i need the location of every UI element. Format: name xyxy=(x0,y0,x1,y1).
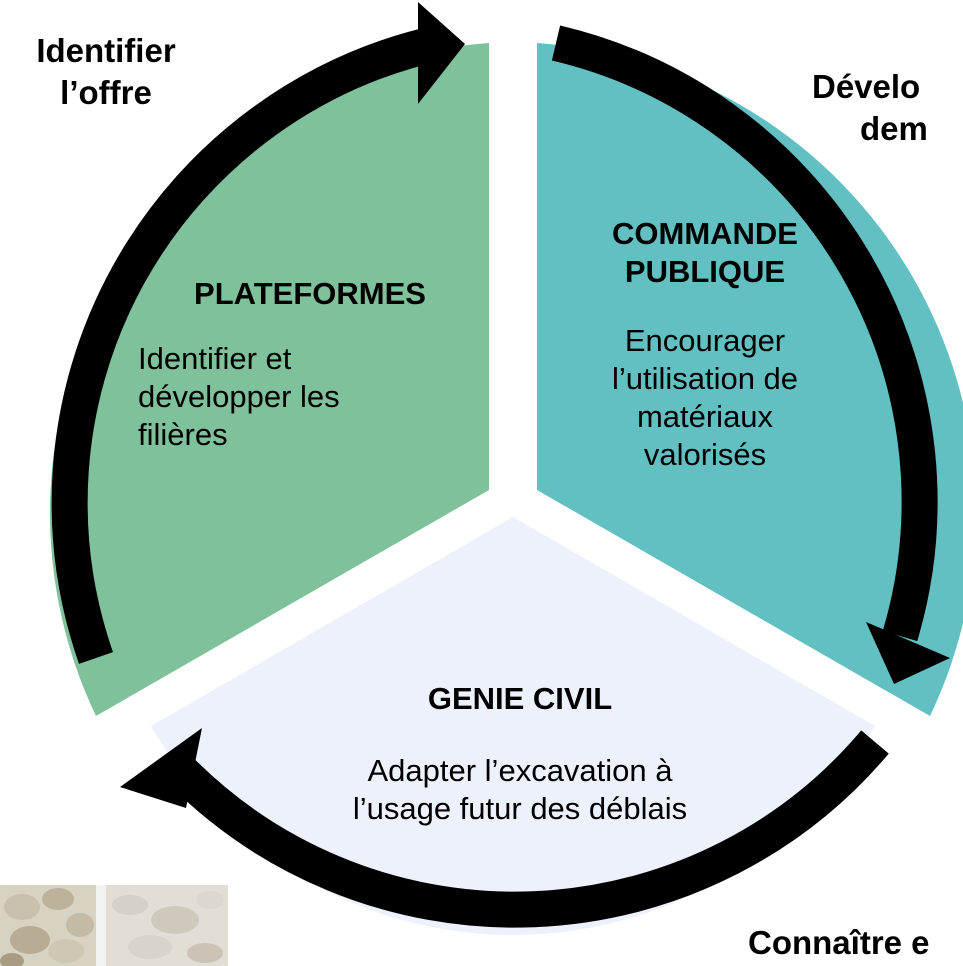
soil-samples-photo xyxy=(0,885,228,966)
label-line: Identifier xyxy=(36,32,176,69)
label-line: dem xyxy=(860,110,928,147)
desc-line: développer les xyxy=(138,379,340,414)
desc-line: l’utilisation de xyxy=(611,361,799,396)
desc-line: valorisés xyxy=(643,437,767,472)
arc-bottom xyxy=(167,730,889,928)
segment-genie-civil xyxy=(151,517,875,936)
desc-line: Identifier et xyxy=(138,341,292,376)
label-connaitre: Connaître e xyxy=(748,922,963,964)
desc-line: Adapter l’excavation à xyxy=(367,753,673,788)
desc-line: matériaux xyxy=(636,399,774,434)
label-developper-demande: Dévelo dem xyxy=(812,66,962,150)
label-line: Connaître e xyxy=(748,924,930,961)
label-line: l’offre xyxy=(60,74,152,111)
label-line: Dévelo xyxy=(812,68,921,105)
commande-publique-description: Encourager l’utilisation de matériaux va… xyxy=(560,322,850,474)
desc-line: Encourager xyxy=(624,323,786,358)
arrow-head-left xyxy=(120,728,202,808)
title-line: PUBLIQUE xyxy=(624,254,786,289)
title-line: COMMANDE xyxy=(612,216,798,251)
genie-civil-description: Adapter l’excavation à l’usage futur des… xyxy=(270,752,770,828)
plateformes-description: Identifier et développer les filières xyxy=(138,340,478,454)
arc-top-left xyxy=(51,25,442,664)
photo-drawing xyxy=(0,885,228,966)
plateformes-title: PLATEFORMES xyxy=(194,276,426,311)
genie-civil-title: GENIE CIVIL xyxy=(427,681,613,716)
arrow-head-right xyxy=(866,622,950,684)
arrow-head-top xyxy=(418,2,465,104)
desc-line: l’usage futur des déblais xyxy=(352,791,688,826)
segment-commande-publique xyxy=(537,43,963,716)
label-identifier-offre: Identifier l’offre xyxy=(12,30,200,114)
commande-publique-title: COMMANDE PUBLIQUE xyxy=(560,215,850,291)
arc-right xyxy=(551,25,938,642)
desc-line: filières xyxy=(138,417,228,452)
